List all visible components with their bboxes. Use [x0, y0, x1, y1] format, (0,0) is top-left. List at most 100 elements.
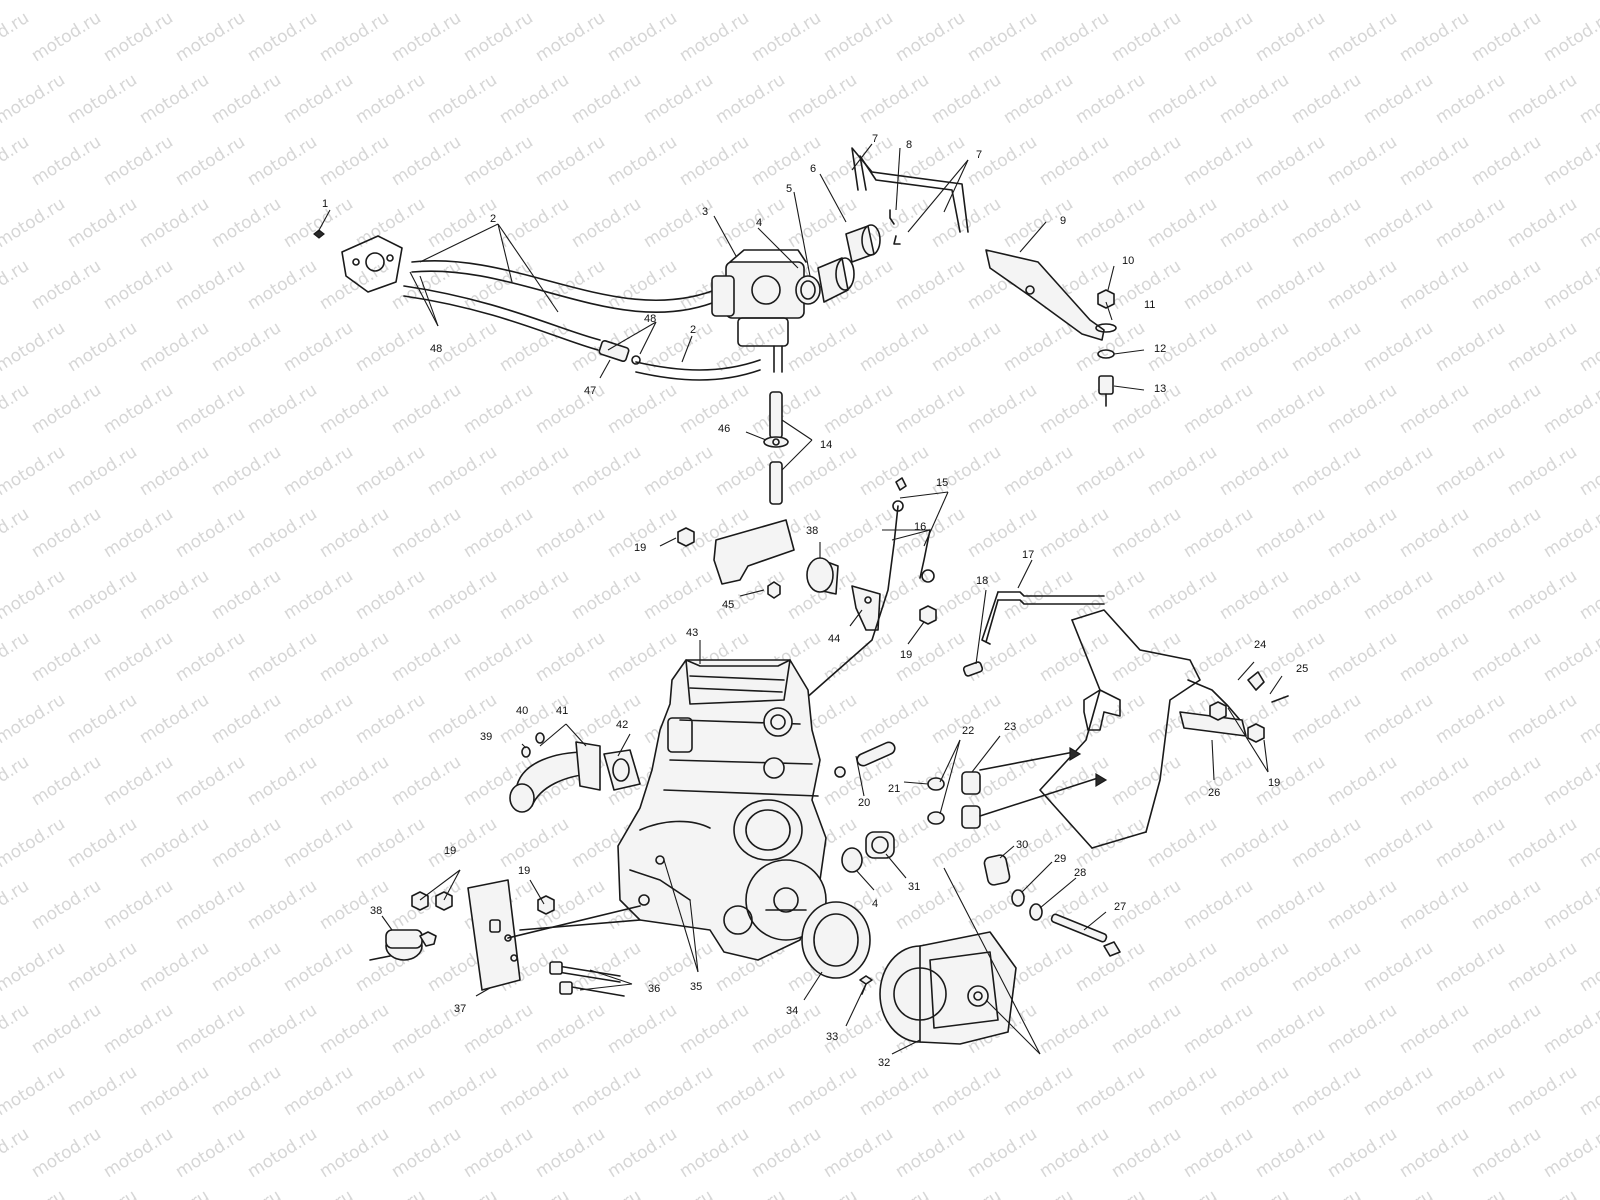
watermark-text: motod.ru — [1432, 566, 1509, 624]
watermark-text: motod.ru — [532, 1000, 609, 1058]
watermark-text: motod.ru — [1468, 380, 1545, 438]
watermark-text: motod.ru — [1288, 70, 1365, 128]
watermark-text: motod.ru — [1540, 504, 1600, 562]
hardware-39-40 — [521, 732, 545, 758]
watermark-text: motod.ru — [784, 1062, 861, 1120]
callout-1: 1 — [322, 198, 328, 210]
watermark-text: motod.ru — [100, 504, 177, 562]
lower-nuts-19 — [411, 891, 555, 915]
watermark-text: motod.ru — [1108, 380, 1185, 438]
watermark-text: motod.ru — [496, 318, 573, 376]
watermark-text: motod.ru — [568, 70, 645, 128]
watermark-text: motod.ru — [532, 1124, 609, 1182]
watermark-text: motod.ru — [64, 442, 141, 500]
watermark-text: motod.ru — [1108, 132, 1185, 190]
watermark-text: motod.ru — [604, 1124, 681, 1182]
watermark-text: motod.ru — [1180, 8, 1257, 66]
watermark-text: motod.ru — [604, 1000, 681, 1058]
watermark-text: motod.ru — [352, 0, 429, 4]
watermark-text: motod.ru — [388, 504, 465, 562]
watermark-text: motod.ru — [1540, 1000, 1600, 1058]
watermark-text: motod.ru — [0, 0, 69, 4]
watermark-text: motod.ru — [1468, 1124, 1545, 1182]
watermark-text: motod.ru — [316, 8, 393, 66]
watermark-text: motod.ru — [1180, 628, 1257, 686]
watermark-text: motod.ru — [28, 1000, 105, 1058]
callout-12: 12 — [1154, 343, 1166, 355]
intake-pipe-20 — [834, 741, 896, 778]
watermark-text: motod.ru — [1468, 8, 1545, 66]
watermark-text: motod.ru — [208, 194, 285, 252]
seal-34 — [801, 901, 871, 979]
watermark-text: motod.ru — [1144, 70, 1221, 128]
watermark-text: motod.ru — [1216, 318, 1293, 376]
callout-35: 35 — [690, 981, 702, 993]
watermark-text: motod.ru — [532, 8, 609, 66]
exhaust-gasket-42 — [603, 749, 641, 791]
watermark-text: motod.ru — [1468, 876, 1545, 934]
watermark-text: motod.ru — [352, 318, 429, 376]
watermark-text: motod.ru — [0, 752, 33, 810]
watermark-text: motod.ru — [0, 1062, 69, 1120]
watermark-text: motod.ru — [208, 0, 285, 4]
watermark-text: motod.ru — [1360, 194, 1437, 252]
watermark-text: motod.ru — [892, 256, 969, 314]
watermark-text: motod.ru — [964, 8, 1041, 66]
callout-4: 4 — [872, 898, 878, 910]
watermark-text: motod.ru — [1360, 566, 1437, 624]
watermark-text: motod.ru — [640, 566, 717, 624]
watermark-text: motod.ru — [892, 380, 969, 438]
watermark-text: motod.ru — [316, 1124, 393, 1182]
callout-41: 41 — [556, 705, 568, 717]
watermark-text: motod.ru — [1540, 1124, 1600, 1182]
watermark-text: motod.ru — [280, 0, 357, 4]
watermark-text: motod.ru — [316, 752, 393, 810]
watermark-text: motod.ru — [244, 8, 321, 66]
watermark-text: motod.ru — [1576, 442, 1600, 500]
watermark-text: motod.ru — [136, 690, 213, 748]
watermark-text: motod.ru — [568, 0, 645, 4]
watermark-text: motod.ru — [532, 132, 609, 190]
watermark-text: motod.ru — [856, 690, 933, 748]
watermark-text: motod.ru — [1072, 0, 1149, 4]
watermark-text: motod.ru — [1360, 690, 1437, 748]
bolts-36 — [549, 961, 625, 997]
watermark-text: motod.ru — [1216, 194, 1293, 252]
watermark-text: motod.ru — [352, 442, 429, 500]
watermark-text: motod.ru — [1216, 1062, 1293, 1120]
watermark-text: motod.ru — [244, 380, 321, 438]
callout-7: 7 — [976, 149, 982, 161]
watermark-text: motod.ru — [28, 132, 105, 190]
watermark-text: motod.ru — [0, 442, 69, 500]
watermark-text: motod.ru — [1504, 938, 1581, 996]
watermark-text: motod.ru — [208, 442, 285, 500]
callout-19: 19 — [900, 649, 912, 661]
watermark-text: motod.ru — [1000, 442, 1077, 500]
callout-23: 23 — [1004, 721, 1016, 733]
callout-48: 48 — [644, 313, 656, 325]
watermark-text: motod.ru — [1468, 752, 1545, 810]
callout-19: 19 — [1268, 777, 1280, 789]
callout-10: 10 — [1122, 255, 1134, 267]
watermark-text: motod.ru — [1000, 690, 1077, 748]
watermark-text: motod.ru — [460, 380, 537, 438]
watermark-text: motod.ru — [820, 8, 897, 66]
watermark-text: motod.ru — [1468, 504, 1545, 562]
watermark-text: motod.ru — [1180, 504, 1257, 562]
watermark-text: motod.ru — [136, 70, 213, 128]
watermark-text: motod.ru — [316, 132, 393, 190]
callout-25: 25 — [1296, 663, 1308, 675]
watermark-text: motod.ru — [1072, 442, 1149, 500]
watermark-text: motod.ru — [496, 566, 573, 624]
watermark-text: motod.ru — [28, 628, 105, 686]
watermark-text: motod.ru — [388, 132, 465, 190]
watermark-text: motod.ru — [1216, 0, 1293, 4]
watermark-text: motod.ru — [1108, 1000, 1185, 1058]
watermark-text: motod.ru — [244, 752, 321, 810]
watermark-text: motod.ru — [136, 938, 213, 996]
watermark-text: motod.ru — [1180, 876, 1257, 934]
watermark-text: motod.ru — [0, 504, 33, 562]
watermark-text: motod.ru — [712, 318, 789, 376]
mount-spacer-14 — [763, 391, 789, 505]
watermark-text: motod.ru — [1324, 876, 1401, 934]
